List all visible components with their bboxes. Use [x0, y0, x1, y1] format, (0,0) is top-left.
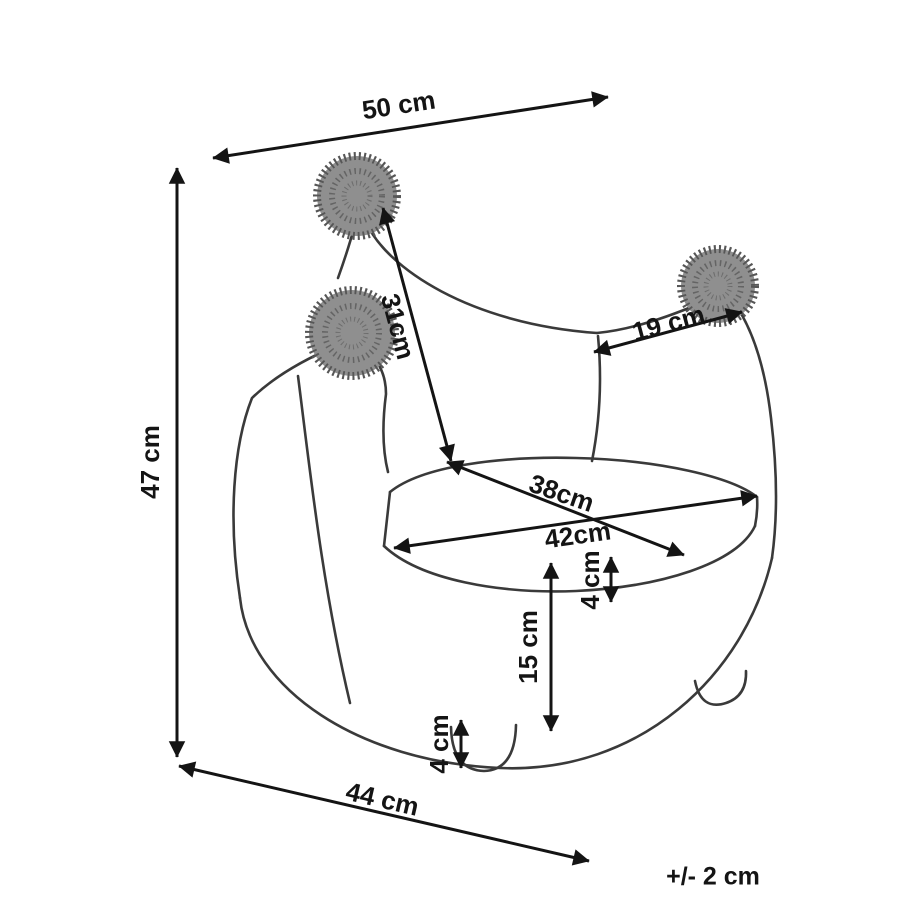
pompom-fuzz-mid [322, 303, 382, 363]
dimension-label: 4 cm [575, 550, 605, 609]
pompom-ball [681, 249, 755, 323]
body-right-edge [731, 299, 778, 560]
dimension-overall-height: 47 cm [135, 167, 186, 758]
dimension-base-height: 15 cm [513, 562, 560, 732]
pompom-fuzz-outer [313, 152, 401, 240]
pompom-ball [309, 290, 395, 376]
dimension-label: 15 cm [513, 610, 543, 684]
dimension-arrow [212, 91, 609, 164]
pompom-fuzz-outer [677, 245, 759, 327]
body-left-edge [232, 344, 338, 600]
dimension-arrow [178, 761, 590, 866]
pompoms [305, 152, 759, 380]
seat-front-edge [382, 524, 757, 593]
pompom-fuzz-mid [329, 168, 385, 224]
dimensions: 50 cm 47 cm 31cm 19 cm 38cm 42cm [135, 84, 760, 890]
dimension-overall-depth: 44 cm [178, 761, 590, 866]
pompom-fuzz-inner [703, 271, 733, 301]
seat-right-edge [753, 495, 759, 528]
dimension-label: 44 cm [343, 776, 422, 822]
dimension-label: 50 cm [360, 84, 437, 125]
dimension-arrow [593, 308, 743, 356]
dimension-cushion-thickness: 4 cm [575, 550, 620, 610]
dimension-label: 38cm [525, 468, 598, 518]
dimension-label: 19 cm [629, 299, 708, 347]
pompom-fuzz-inner [335, 316, 369, 350]
seat-left-edge [382, 490, 392, 548]
dimension-label: 42cm [543, 515, 613, 554]
pompom-top [313, 152, 401, 240]
pompom-ball [317, 156, 397, 236]
backrest-center-seam [590, 334, 602, 463]
dimension-label: 4 cm [424, 714, 454, 773]
tolerance-note: +/- 2 cm [666, 863, 760, 891]
dimension-arrow [393, 490, 758, 554]
seat-top-edge [388, 456, 759, 499]
dimension-arrow [379, 207, 455, 462]
front-arm-seam [296, 374, 352, 705]
right-foot [693, 669, 748, 706]
pompom-fuzz-inner [341, 180, 373, 212]
dimension-label: 47 cm [135, 425, 165, 499]
dimension-overall-width: 50 cm [212, 84, 609, 164]
dimension-backrest-height: 31cm [375, 207, 455, 462]
